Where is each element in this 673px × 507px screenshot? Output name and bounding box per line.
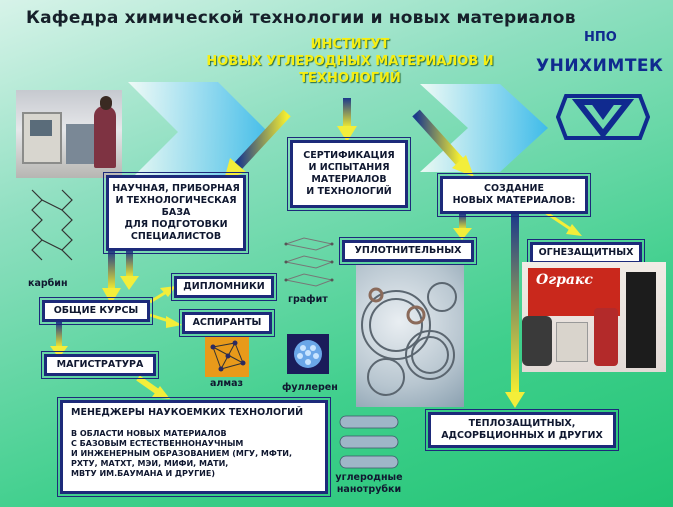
base-line-1: НАУЧНАЯ, ПРИБОРНАЯ: [112, 183, 240, 194]
base-line-4: ДЛЯ ПОДГОТОВКИ: [124, 219, 228, 230]
institute-heading: ИНСТИТУТ НОВЫХ УГЛЕРОДНЫХ МАТЕРИАЛОВ И Т…: [180, 36, 520, 87]
base-line-2: И ТЕХНОЛОГИЧЕСКАЯ: [115, 195, 237, 206]
managers-line-1: В ОБЛАСТИ НОВЫХ МАТЕРИАЛОВ: [71, 429, 227, 438]
arrow-to-cert: [337, 98, 357, 142]
box-new-materials: СОЗДАНИЕ НОВЫХ МАТЕРИАЛОВ:: [437, 173, 591, 217]
cert-line-1: СЕРТИФИКАЦИЯ: [303, 150, 395, 161]
institute-line-1: ИНСТИТУТ: [310, 37, 390, 52]
chevron-1: [128, 82, 268, 182]
nanotubes-line-1: углеродные: [335, 472, 403, 483]
chevron-2: [420, 84, 548, 172]
graphite-structure: [284, 237, 334, 287]
nanotubes-line-2: нанотрубки: [336, 484, 402, 495]
box-research-base: НАУЧНАЯ, ПРИБОРНАЯ И ТЕХНОЛОГИЧЕСКАЯ БАЗ…: [103, 172, 249, 254]
arrow-creation-sealing: [453, 214, 472, 240]
npo-label: НПО: [584, 30, 617, 45]
caption-fullerene: фуллерен: [282, 382, 338, 393]
thermal-line-1: ТЕПЛОЗАЩИТНЫХ,: [468, 418, 576, 429]
box-sealing: УПЛОТНИТЕЛЬНЫХ: [339, 237, 477, 265]
unichimtek-label: УНИХИМТЕК: [536, 56, 664, 76]
arrow-masters-managers: [136, 375, 170, 399]
fireproof-products-photo: Огракс: [522, 262, 666, 372]
nanotubes-structure: [339, 415, 399, 469]
managers-line-2: С БАЗОВЫМ ЕСТЕСТВЕННОНАУЧНЫМ: [71, 439, 244, 448]
box-thermal: ТЕПЛОЗАЩИТНЫХ, АДСОРБЦИОННЫХ И ДРУГИХ: [425, 409, 619, 451]
arrow-creation-fireproof: [544, 210, 582, 236]
cert-line-4: И ТЕХНОЛОГИЙ: [306, 186, 392, 197]
product-label: Огракс: [536, 272, 593, 288]
cert-line-3: МАТЕРИАЛОВ: [311, 174, 387, 185]
institute-line-2: НОВЫХ УГЛЕРОДНЫХ МАТЕРИАЛОВ И: [206, 54, 494, 69]
box-fireproof: ОГНЕЗАЩИТНЫХ: [527, 239, 645, 267]
diamond-structure: [205, 337, 249, 377]
lab-photo: [16, 90, 122, 178]
arrow-creation-thermal: [505, 214, 525, 408]
managers-line-3: И ИНЖЕНЕРНЫМ ОБРАЗОВАНИЕМ (МГУ, МФТИ,: [71, 449, 293, 458]
base-line-5: СПЕЦИАЛИСТОВ: [130, 231, 222, 242]
box-diplomants: ДИПЛОМНИКИ: [171, 273, 277, 301]
cert-line-2: И ИСПЫТАНИЯ: [308, 162, 390, 173]
caption-nanotubes: углеродные нанотрубки: [334, 472, 404, 496]
box-managers: МЕНЕДЖЕРЫ НАУКОЕМКИХ ТЕХНОЛОГИЙ В ОБЛАСТ…: [57, 397, 331, 497]
managers-title: МЕНЕДЖЕРЫ НАУКОЕМКИХ ТЕХНОЛОГИЙ: [71, 407, 304, 418]
box-certification: СЕРТИФИКАЦИЯ И ИСПЫТАНИЯ МАТЕРИАЛОВ И ТЕ…: [287, 137, 411, 211]
arrow-to-base: [224, 109, 291, 180]
base-line-3: БАЗА: [161, 207, 191, 218]
seals-photo: [356, 265, 464, 407]
creation-line-2: НОВЫХ МАТЕРИАЛОВ:: [452, 195, 576, 206]
box-postgrad: АСПИРАНТЫ: [179, 309, 275, 337]
arrow-to-creation: [412, 109, 474, 177]
page-title: Кафедра химической технологии и новых ма…: [26, 8, 576, 28]
institute-line-3: ТЕХНОЛОГИЙ: [299, 71, 401, 86]
arrow-general-diplomants: [149, 286, 176, 304]
arrow-base-general: [102, 250, 139, 304]
unichimtek-logo: [556, 94, 650, 140]
box-masters: МАГИСТРАТУРА: [41, 351, 159, 379]
arrow-general-masters: [50, 322, 68, 358]
karbin-structure: [31, 189, 73, 261]
caption-diamond: алмаз: [210, 378, 244, 389]
managers-line-4: РХТУ, МАТХТ, МЭИ, МИФИ, МАТИ,: [71, 459, 229, 468]
caption-graphite: графит: [288, 294, 328, 305]
creation-line-1: СОЗДАНИЕ: [483, 183, 544, 194]
arrow-general-postgrad: [149, 313, 182, 328]
fullerene-structure: [287, 334, 329, 374]
managers-line-5: МВТУ ИМ.БАУМАНА И ДРУГИЕ): [71, 469, 215, 478]
thermal-line-2: АДСОРБЦИОННЫХ И ДРУГИХ: [441, 430, 603, 441]
box-general-courses: ОБЩИЕ КУРСЫ: [39, 297, 153, 325]
caption-karbin: карбин: [28, 278, 68, 289]
